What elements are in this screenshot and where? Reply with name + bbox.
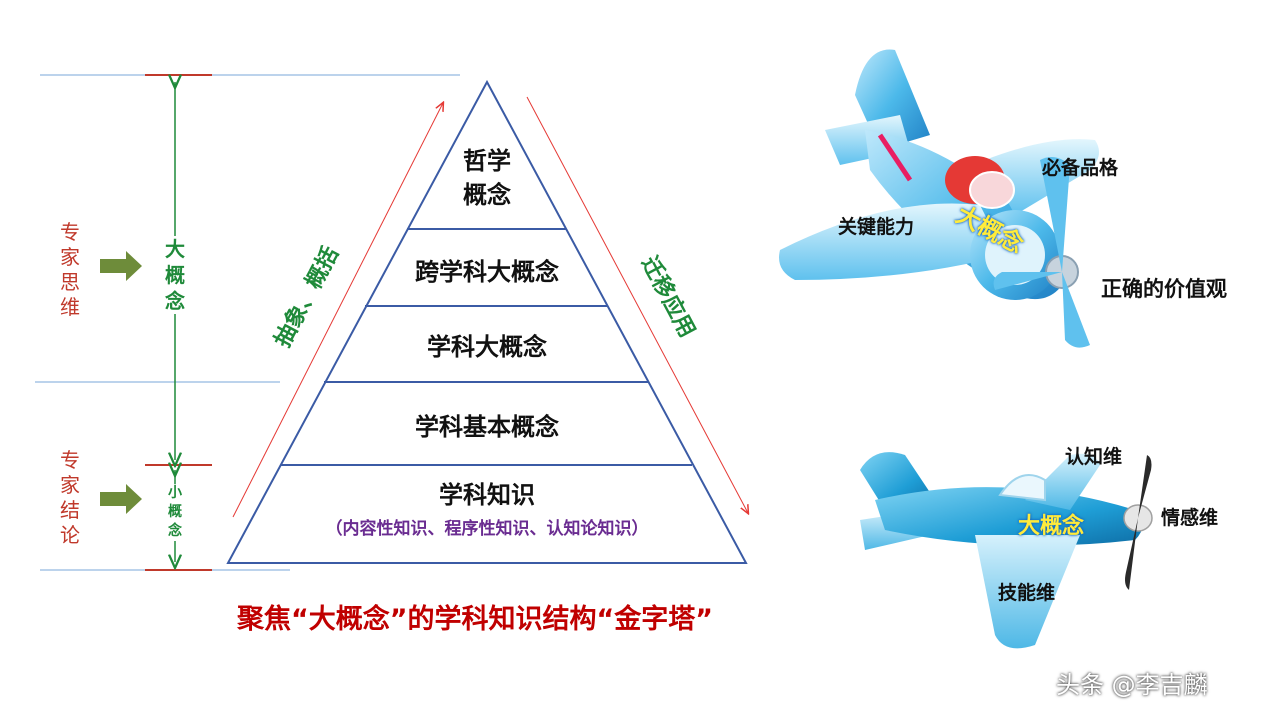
pyramid-level-philosophy: 哲学概念 xyxy=(463,147,511,209)
plane-bottom-label-right: 情感维 xyxy=(1161,507,1219,529)
plane-bottom-icon xyxy=(860,452,1153,649)
pyramid-outline xyxy=(226,79,748,564)
diagram-caption: 聚焦“大概念”的学科知识结构“金字塔” xyxy=(237,604,713,635)
expert-conclusion-label: 专家结论 xyxy=(60,448,80,547)
plane-top-label-right: 正确的价值观 xyxy=(1101,277,1227,301)
big-concept-label: 大概念 xyxy=(163,236,187,314)
abstraction-arrow xyxy=(232,103,443,518)
pyramid-level-interdisciplinary: 跨学科大概念 xyxy=(415,258,559,286)
pyramid-level-knowledge-subtitle: （内容性知识、程序性知识、认知论知识） xyxy=(325,519,649,539)
transfer-arrow xyxy=(526,96,748,513)
plane-top-label-left: 关键能力 xyxy=(838,216,915,238)
pyramid-graphics xyxy=(226,79,780,564)
pyramid-level-discipline-basic: 学科基本概念 xyxy=(415,413,559,441)
pyramid-level-discipline-big: 学科大概念 xyxy=(427,333,547,361)
watermark: 头条 @李吉麟 xyxy=(1056,671,1208,699)
plane-top-label-top: 必备品格 xyxy=(1042,157,1119,179)
expert-thinking-label: 专家思维 xyxy=(60,220,80,319)
plane-bottom-label-top: 认知维 xyxy=(1065,446,1123,468)
pyramid-level-knowledge: 学科知识 xyxy=(439,481,535,509)
plane-top-icon xyxy=(779,49,1099,348)
plane-bottom-core-label: 大概念 xyxy=(1018,514,1085,539)
small-concept-label: 小概念 xyxy=(165,484,185,541)
expert-thinking-arrow-icon xyxy=(100,251,142,281)
plane-bottom-label-bottom: 技能维 xyxy=(998,582,1056,604)
expert-conclusion-arrow-icon xyxy=(100,484,142,514)
